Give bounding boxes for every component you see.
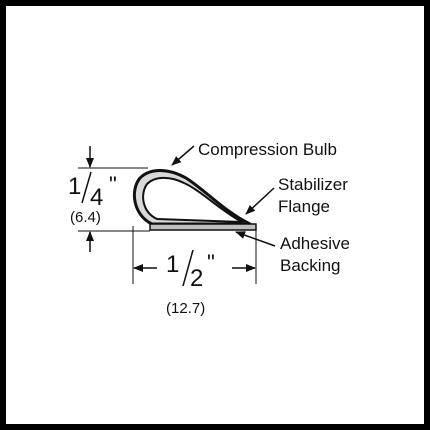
callout-stabilizer-flange: Stabilizer Flange (245, 175, 348, 216)
compression-bulb-label: Compression Bulb (198, 140, 337, 159)
adhesive-backing-label-line1: Adhesive (280, 234, 350, 253)
seal-profile (132, 169, 257, 231)
height-numerator: 1 (68, 173, 81, 200)
adhesive-backing-strip (149, 223, 257, 231)
compression-bulb-inner (142, 176, 243, 223)
callout-adhesive-backing: Adhesive Backing (235, 231, 350, 275)
width-metric: (12.7) (166, 300, 205, 317)
height-dimension: 1 4 " (6.4) (68, 146, 150, 252)
callout-compression-bulb: Compression Bulb (171, 140, 337, 166)
width-denominator: 2 (190, 265, 203, 292)
stabilizer-flange-label-line1: Stabilizer (278, 175, 348, 194)
height-metric: (6.4) (70, 209, 101, 226)
compression-bulb-leader (171, 145, 195, 166)
width-inch-mark: " (207, 250, 215, 275)
width-fraction-slash (182, 249, 194, 287)
height-inch-mark: " (109, 172, 117, 197)
width-dimension: 1 2 " (12.7) (132, 226, 257, 317)
width-numerator: 1 (166, 251, 179, 278)
stabilizer-flange-label-line2: Flange (278, 197, 330, 216)
height-denominator: 4 (90, 184, 103, 211)
adhesive-backing-label-line2: Backing (280, 256, 340, 275)
adhesive-backing-leader (235, 231, 276, 247)
height-fraction-slash (81, 171, 92, 204)
stabilizer-flange-leader (245, 187, 275, 215)
